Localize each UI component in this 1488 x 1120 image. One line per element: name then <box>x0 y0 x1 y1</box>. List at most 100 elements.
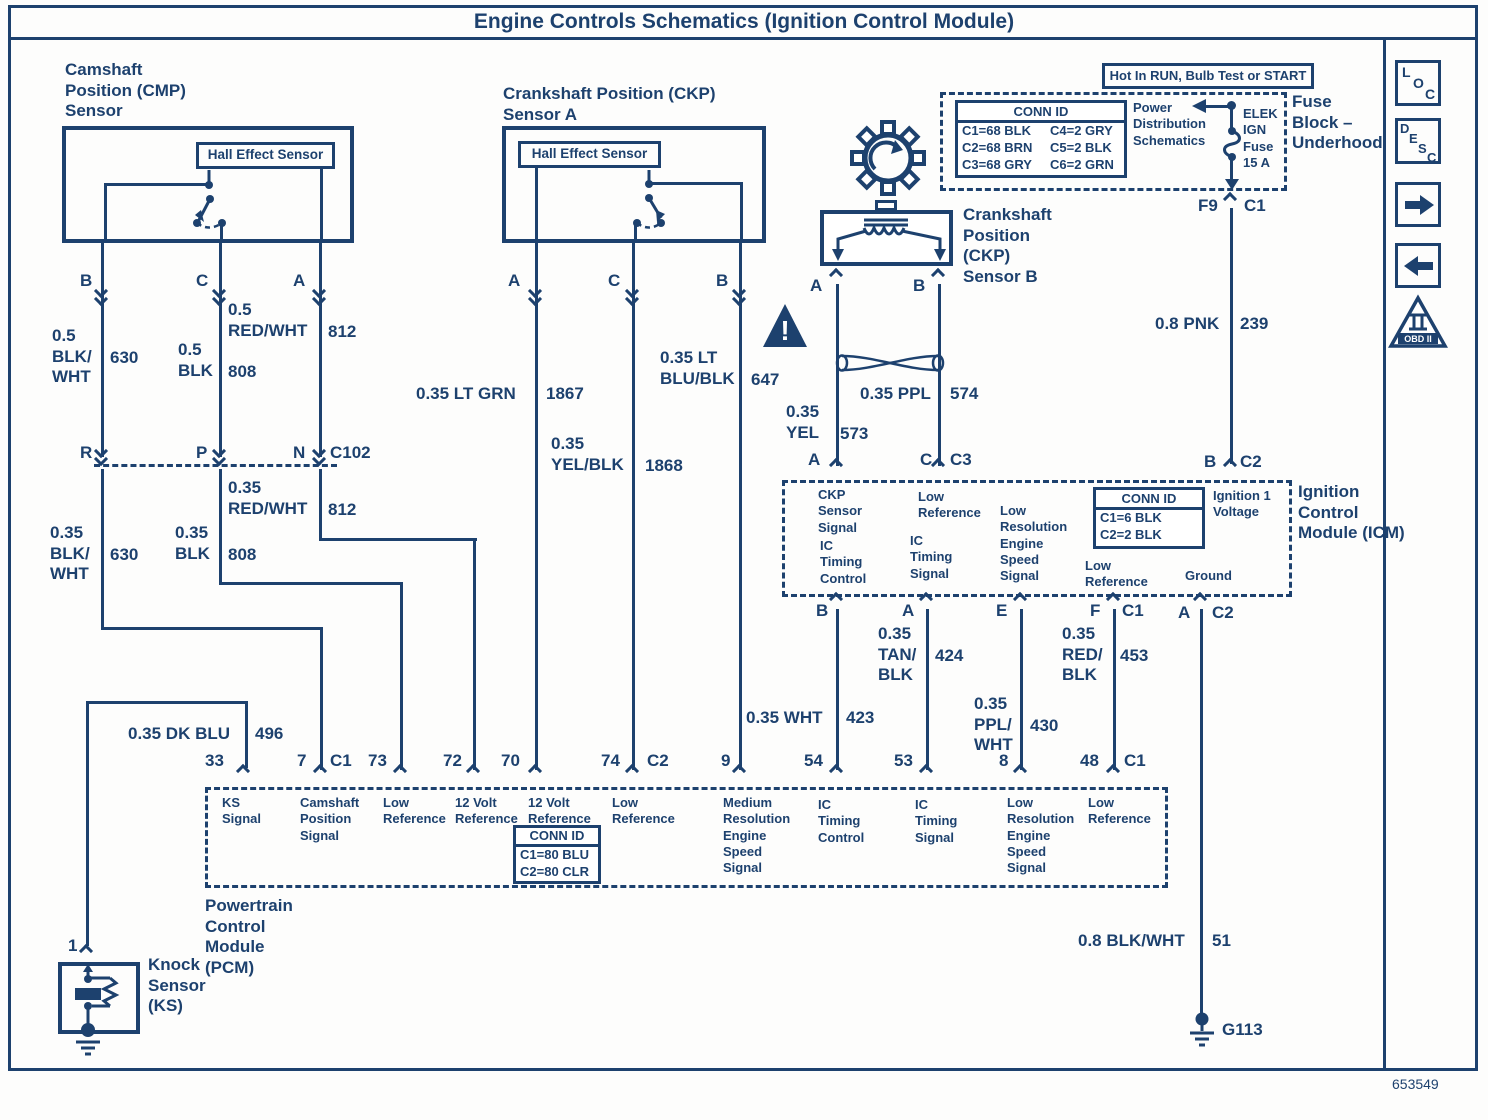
c102-pin-p: P <box>196 443 208 462</box>
wire-808 <box>400 582 403 770</box>
pcm-pin-7: 7 <box>297 751 307 770</box>
pcm-fn-low-ref3: Low Reference <box>1088 795 1151 827</box>
wire-segment <box>1230 160 1233 180</box>
icm-top-pin-b: B <box>1204 452 1217 471</box>
knock-sensor-label: Knock Sensor (KS) <box>148 955 206 1016</box>
wire-segment <box>535 168 538 243</box>
ckpb-title: Crankshaft Position (CKP) Sensor B <box>963 205 1052 287</box>
conn-id-header: CONN ID <box>516 828 598 847</box>
conn-id-cell: C2=2 BLK <box>1100 527 1162 542</box>
conn-id-cell: C1=6 BLK <box>1100 510 1162 525</box>
icm-pin-f: F <box>1090 601 1101 620</box>
wire-number: 808 <box>228 362 257 381</box>
wire-423 <box>836 609 839 770</box>
wire-segment <box>320 169 323 243</box>
ground-label: G113 <box>1222 1020 1263 1039</box>
wire-label: 0.35 LT BLU/BLK <box>660 348 735 388</box>
wire-808 <box>219 243 222 457</box>
wire-segment <box>104 183 212 186</box>
pcm-pin-53: 53 <box>894 751 913 770</box>
wire-number: 630 <box>110 348 139 367</box>
wire-number: 812 <box>328 500 357 519</box>
wire-number: 1867 <box>546 384 584 403</box>
conn-id-cell: C5=2 BLK <box>1050 140 1112 155</box>
pcm-pin-8: 8 <box>999 751 1009 770</box>
wire-1867 <box>535 243 538 770</box>
pcm-fn-ic-sig: IC Timing Signal <box>915 797 958 845</box>
wire-239 <box>1230 208 1233 464</box>
wire-630 <box>320 627 323 770</box>
wire-label: 0.8 BLK/WHT <box>1078 931 1185 950</box>
wire-424 <box>926 609 929 770</box>
wire-number: 51 <box>1212 931 1231 950</box>
c102-label: C102 <box>330 443 371 462</box>
pcm-fn-low-ref1: Low Reference <box>383 795 446 827</box>
doc-number: 653549 <box>1392 1076 1439 1092</box>
pcm-conn-c1b: C1 <box>1124 751 1146 770</box>
wire-label: 0.35 DK BLU <box>128 724 231 743</box>
ckpb-pin-a: A <box>810 276 823 295</box>
ckpb-coil-icon <box>832 218 946 261</box>
wire-number: 573 <box>840 424 869 443</box>
icm-fn-ground: Ground <box>1185 568 1232 583</box>
wire-51 <box>1200 609 1203 1015</box>
sidebar-divider <box>1383 37 1386 1068</box>
loc-icon[interactable]: L O C <box>1395 60 1441 106</box>
desc-icon[interactable]: D E S C <box>1395 118 1441 165</box>
icm-fn-ic-sig: IC Timing Signal <box>910 533 953 581</box>
conn-id-cell: C1=80 BLU <box>520 847 589 862</box>
conn-id-cell: C6=2 GRN <box>1050 157 1114 172</box>
ckpa-pin-b: B <box>716 271 729 290</box>
conn-id-cell: C4=2 GRY <box>1050 123 1113 138</box>
knock-pin-1: 1 <box>68 936 78 955</box>
outer-border <box>8 5 1478 1071</box>
loc-letter: L <box>1402 64 1411 80</box>
pcm-fn-low-res: Low Resolution Engine Speed Signal <box>1007 795 1075 875</box>
wire-segment <box>740 182 743 243</box>
wire-label: 0.35 TAN/ BLK <box>878 624 917 685</box>
pcm-fn-cmp: Camshaft Position Signal <box>300 795 360 843</box>
icm-fn-low-res: Low Resolution Engine Speed Signal <box>1000 503 1068 583</box>
fuse-conn-c1: C1 <box>1244 196 1266 215</box>
icm-fn-ic-ctrl: IC Timing Control <box>820 538 867 586</box>
wire-number: 630 <box>110 545 139 564</box>
left-arrow-head <box>1404 256 1418 276</box>
wire-label: 0.35 PPL <box>860 384 931 403</box>
obd2-banner-text: OBD II <box>1404 334 1432 344</box>
wire-label: 0.5 BLK <box>178 340 213 380</box>
pcm-pin-72: 72 <box>443 751 462 770</box>
wire-label: 0.35 RED/ BLK <box>1062 624 1103 685</box>
ckpa-pin-a: A <box>508 271 521 290</box>
pcm-box <box>205 787 1168 888</box>
wire-number: 496 <box>255 724 284 743</box>
conn-id-header: CONN ID <box>958 103 1124 123</box>
cmp-sensor-title: Camshaft Position (CMP) Sensor <box>65 60 186 121</box>
wire-segment <box>1206 105 1232 108</box>
pcm-pin-33: 33 <box>205 751 224 770</box>
wire-number: 430 <box>1030 716 1059 735</box>
wire-label: 0.35 YEL/BLK <box>551 434 624 474</box>
icm-top-conn-c2: C2 <box>1240 452 1262 471</box>
title-rule <box>8 37 1478 40</box>
icm-pin-a2: A <box>1178 603 1191 622</box>
pcm-pin-48: 48 <box>1080 751 1099 770</box>
wire-label: 0.8 PNK <box>1155 314 1220 333</box>
next-page-button[interactable] <box>1395 182 1441 227</box>
wire-label: 0.35 PPL/ WHT <box>974 694 1013 755</box>
pcm-fn-12v2: 12 Volt Reference <box>528 795 591 827</box>
cmp-pin-c: C <box>196 271 209 290</box>
wire-number: 647 <box>751 370 780 389</box>
prev-page-button[interactable] <box>1395 243 1441 288</box>
icm-conn-id-table: CONN ID C1=6 BLK C2=2 BLK <box>1093 487 1205 549</box>
cmp-pin-a: A <box>293 271 306 290</box>
wire-812 <box>473 538 476 770</box>
fuse-block-box <box>940 92 1287 191</box>
g113-ground-icon <box>1190 1012 1214 1047</box>
c3-pin-a: A <box>808 450 821 469</box>
wire-1868 <box>632 243 635 770</box>
down-arrow-icon <box>1225 179 1239 190</box>
pcm-label: Powertrain Control Module (PCM) <box>205 896 293 978</box>
desc-letter: E <box>1409 131 1418 146</box>
